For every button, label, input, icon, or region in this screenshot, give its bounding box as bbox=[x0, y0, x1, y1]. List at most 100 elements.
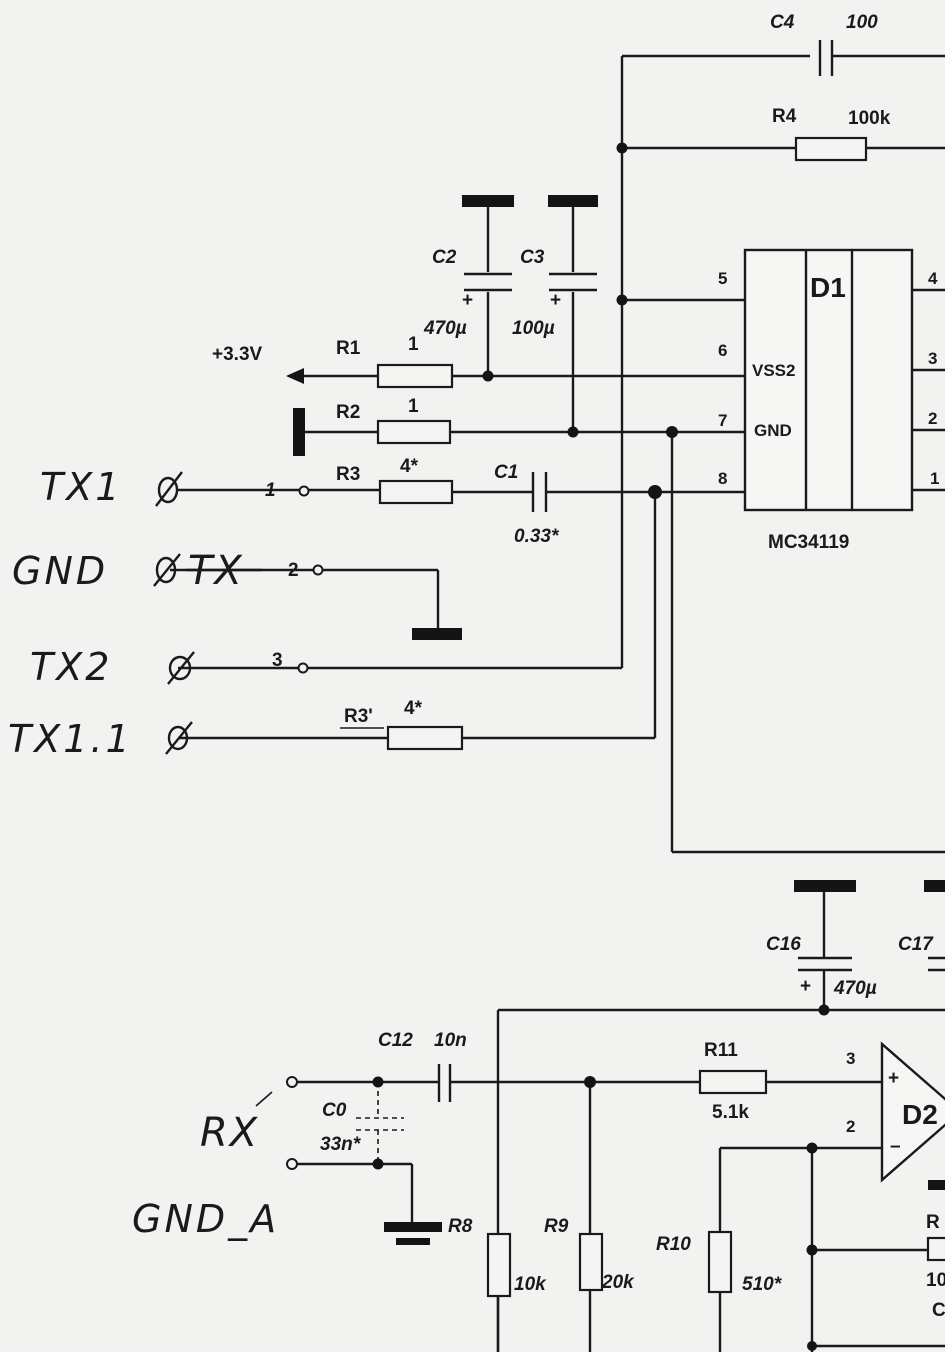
r-partial-ref: R bbox=[926, 1212, 940, 1233]
connector-pin3-label: 3 bbox=[272, 650, 283, 671]
supply-arrow-icon bbox=[286, 368, 304, 384]
d1-pin1: 1 bbox=[930, 469, 939, 488]
c3-polarity: + bbox=[550, 290, 561, 311]
c1-ref: C1 bbox=[494, 462, 518, 483]
c1-value: 0.33* bbox=[514, 526, 560, 547]
r1-ref: R1 bbox=[336, 338, 361, 359]
r8-value: 10k bbox=[514, 1274, 547, 1295]
d1-pin5: 5 bbox=[718, 269, 727, 288]
c0-ref: C0 bbox=[322, 1100, 347, 1121]
junctions-upper bbox=[482, 142, 678, 499]
r8-ref: R8 bbox=[448, 1216, 473, 1237]
c16-capacitor bbox=[794, 880, 856, 1010]
r3-value: 4* bbox=[400, 456, 419, 477]
r1-value: 1 bbox=[408, 334, 419, 355]
c16-ref: C16 bbox=[766, 934, 801, 955]
r9-resistor bbox=[578, 1232, 604, 1292]
hw-tx1: TX1 bbox=[40, 465, 122, 509]
r10-resistor bbox=[707, 1230, 733, 1294]
hw-gnd-a: GND_A bbox=[132, 1197, 279, 1241]
d1-vss2-label: VSS2 bbox=[752, 361, 795, 380]
connector-pin2-label: 2 bbox=[288, 560, 299, 581]
c3-capacitor bbox=[548, 195, 598, 292]
c0-value: 33n* bbox=[320, 1134, 362, 1155]
d2-pin3: 3 bbox=[846, 1049, 855, 1068]
d2-minus: – bbox=[890, 1136, 901, 1157]
r2-ref: R2 bbox=[336, 402, 360, 423]
d1-pin8: 8 bbox=[718, 469, 727, 488]
c3-value: 100µ bbox=[512, 318, 555, 339]
d2-opamp bbox=[880, 1041, 945, 1190]
d1-name: D1 bbox=[810, 272, 846, 303]
c1-capacitor bbox=[531, 472, 548, 512]
c2-capacitor bbox=[462, 195, 514, 292]
hw-rx: RX bbox=[200, 1110, 259, 1156]
wires-upper bbox=[170, 54, 945, 854]
d2-name: D2 bbox=[902, 1099, 938, 1130]
r3-ref: R3 bbox=[336, 464, 360, 485]
connector-pin1-terminal bbox=[298, 485, 310, 497]
hw-tx11: TX1.1 bbox=[8, 717, 133, 761]
r10-value: 510* bbox=[742, 1274, 783, 1295]
d2-plus: + bbox=[888, 1068, 899, 1089]
d1-ic bbox=[743, 248, 914, 512]
r4-resistor bbox=[794, 136, 868, 162]
connector-pin2-terminal bbox=[312, 564, 324, 576]
c-partial-ref: C bbox=[932, 1300, 945, 1321]
c2-value: 470µ bbox=[423, 318, 467, 339]
c17-ref: C17 bbox=[898, 934, 934, 955]
r3b-value: 4* bbox=[404, 698, 423, 719]
hw-tx2: TX2 bbox=[30, 645, 112, 689]
d1-pin6: 6 bbox=[718, 341, 727, 360]
r4-value: 100k bbox=[848, 108, 891, 129]
gnd-a-ground-icon bbox=[384, 1222, 442, 1245]
c4-ref: C4 bbox=[770, 12, 795, 33]
d2-pin2: 2 bbox=[846, 1117, 855, 1136]
r9-ref: R9 bbox=[544, 1216, 569, 1237]
gnd-a-terminal bbox=[286, 1158, 298, 1170]
c4-capacitor bbox=[818, 40, 834, 76]
supply-label: +3.3V bbox=[212, 344, 263, 365]
c17-capacitor bbox=[924, 880, 945, 972]
hw-rx-pointer bbox=[255, 1091, 273, 1107]
d1-pin2: 2 bbox=[928, 409, 937, 428]
r1-resistor bbox=[376, 363, 454, 389]
junctions-lower bbox=[372, 1004, 830, 1351]
r3b-resistor bbox=[386, 725, 464, 751]
c12-capacitor bbox=[437, 1064, 452, 1102]
c16-value: 470µ bbox=[833, 978, 877, 999]
c3-ref: C3 bbox=[520, 247, 545, 268]
r4-ref: R4 bbox=[772, 106, 797, 127]
hw-gnd: GND bbox=[12, 549, 108, 593]
rx-terminal bbox=[286, 1076, 298, 1088]
d1-part: MC34119 bbox=[768, 532, 849, 553]
c2-ref: C2 bbox=[432, 247, 457, 268]
c12-value: 10n bbox=[434, 1030, 467, 1051]
d1-pin3: 3 bbox=[928, 349, 937, 368]
r3-resistor bbox=[378, 479, 454, 505]
c0-capacitor bbox=[356, 1082, 404, 1164]
c4-value: 100 bbox=[846, 12, 878, 33]
gnd-tx-ground-icon bbox=[412, 628, 462, 640]
r11-resistor bbox=[698, 1069, 768, 1095]
d1-pin7: 7 bbox=[718, 411, 727, 430]
hw-terminal-marks bbox=[153, 471, 195, 755]
r2-resistor bbox=[376, 419, 452, 445]
r11-value: 5.1k bbox=[712, 1102, 749, 1123]
r9-value: 20k bbox=[601, 1272, 635, 1293]
connector-pin1-label: 1 bbox=[265, 480, 276, 501]
r8-resistor bbox=[486, 1232, 512, 1298]
r2-value: 1 bbox=[408, 396, 419, 417]
connector-pin3-terminal bbox=[297, 662, 309, 674]
r-partial-resistor bbox=[926, 1236, 945, 1262]
d1-gnd-label: GND bbox=[754, 421, 792, 440]
c16-polarity: + bbox=[800, 976, 811, 997]
r3b-ref: R3' bbox=[344, 706, 373, 727]
c12-ref: C12 bbox=[378, 1030, 413, 1051]
r11-ref: R11 bbox=[704, 1040, 738, 1061]
r2-ground-icon bbox=[293, 408, 305, 456]
r-partial-value: 10 bbox=[926, 1270, 945, 1291]
d1-pin4: 4 bbox=[928, 269, 938, 288]
c2-polarity: + bbox=[462, 290, 473, 311]
